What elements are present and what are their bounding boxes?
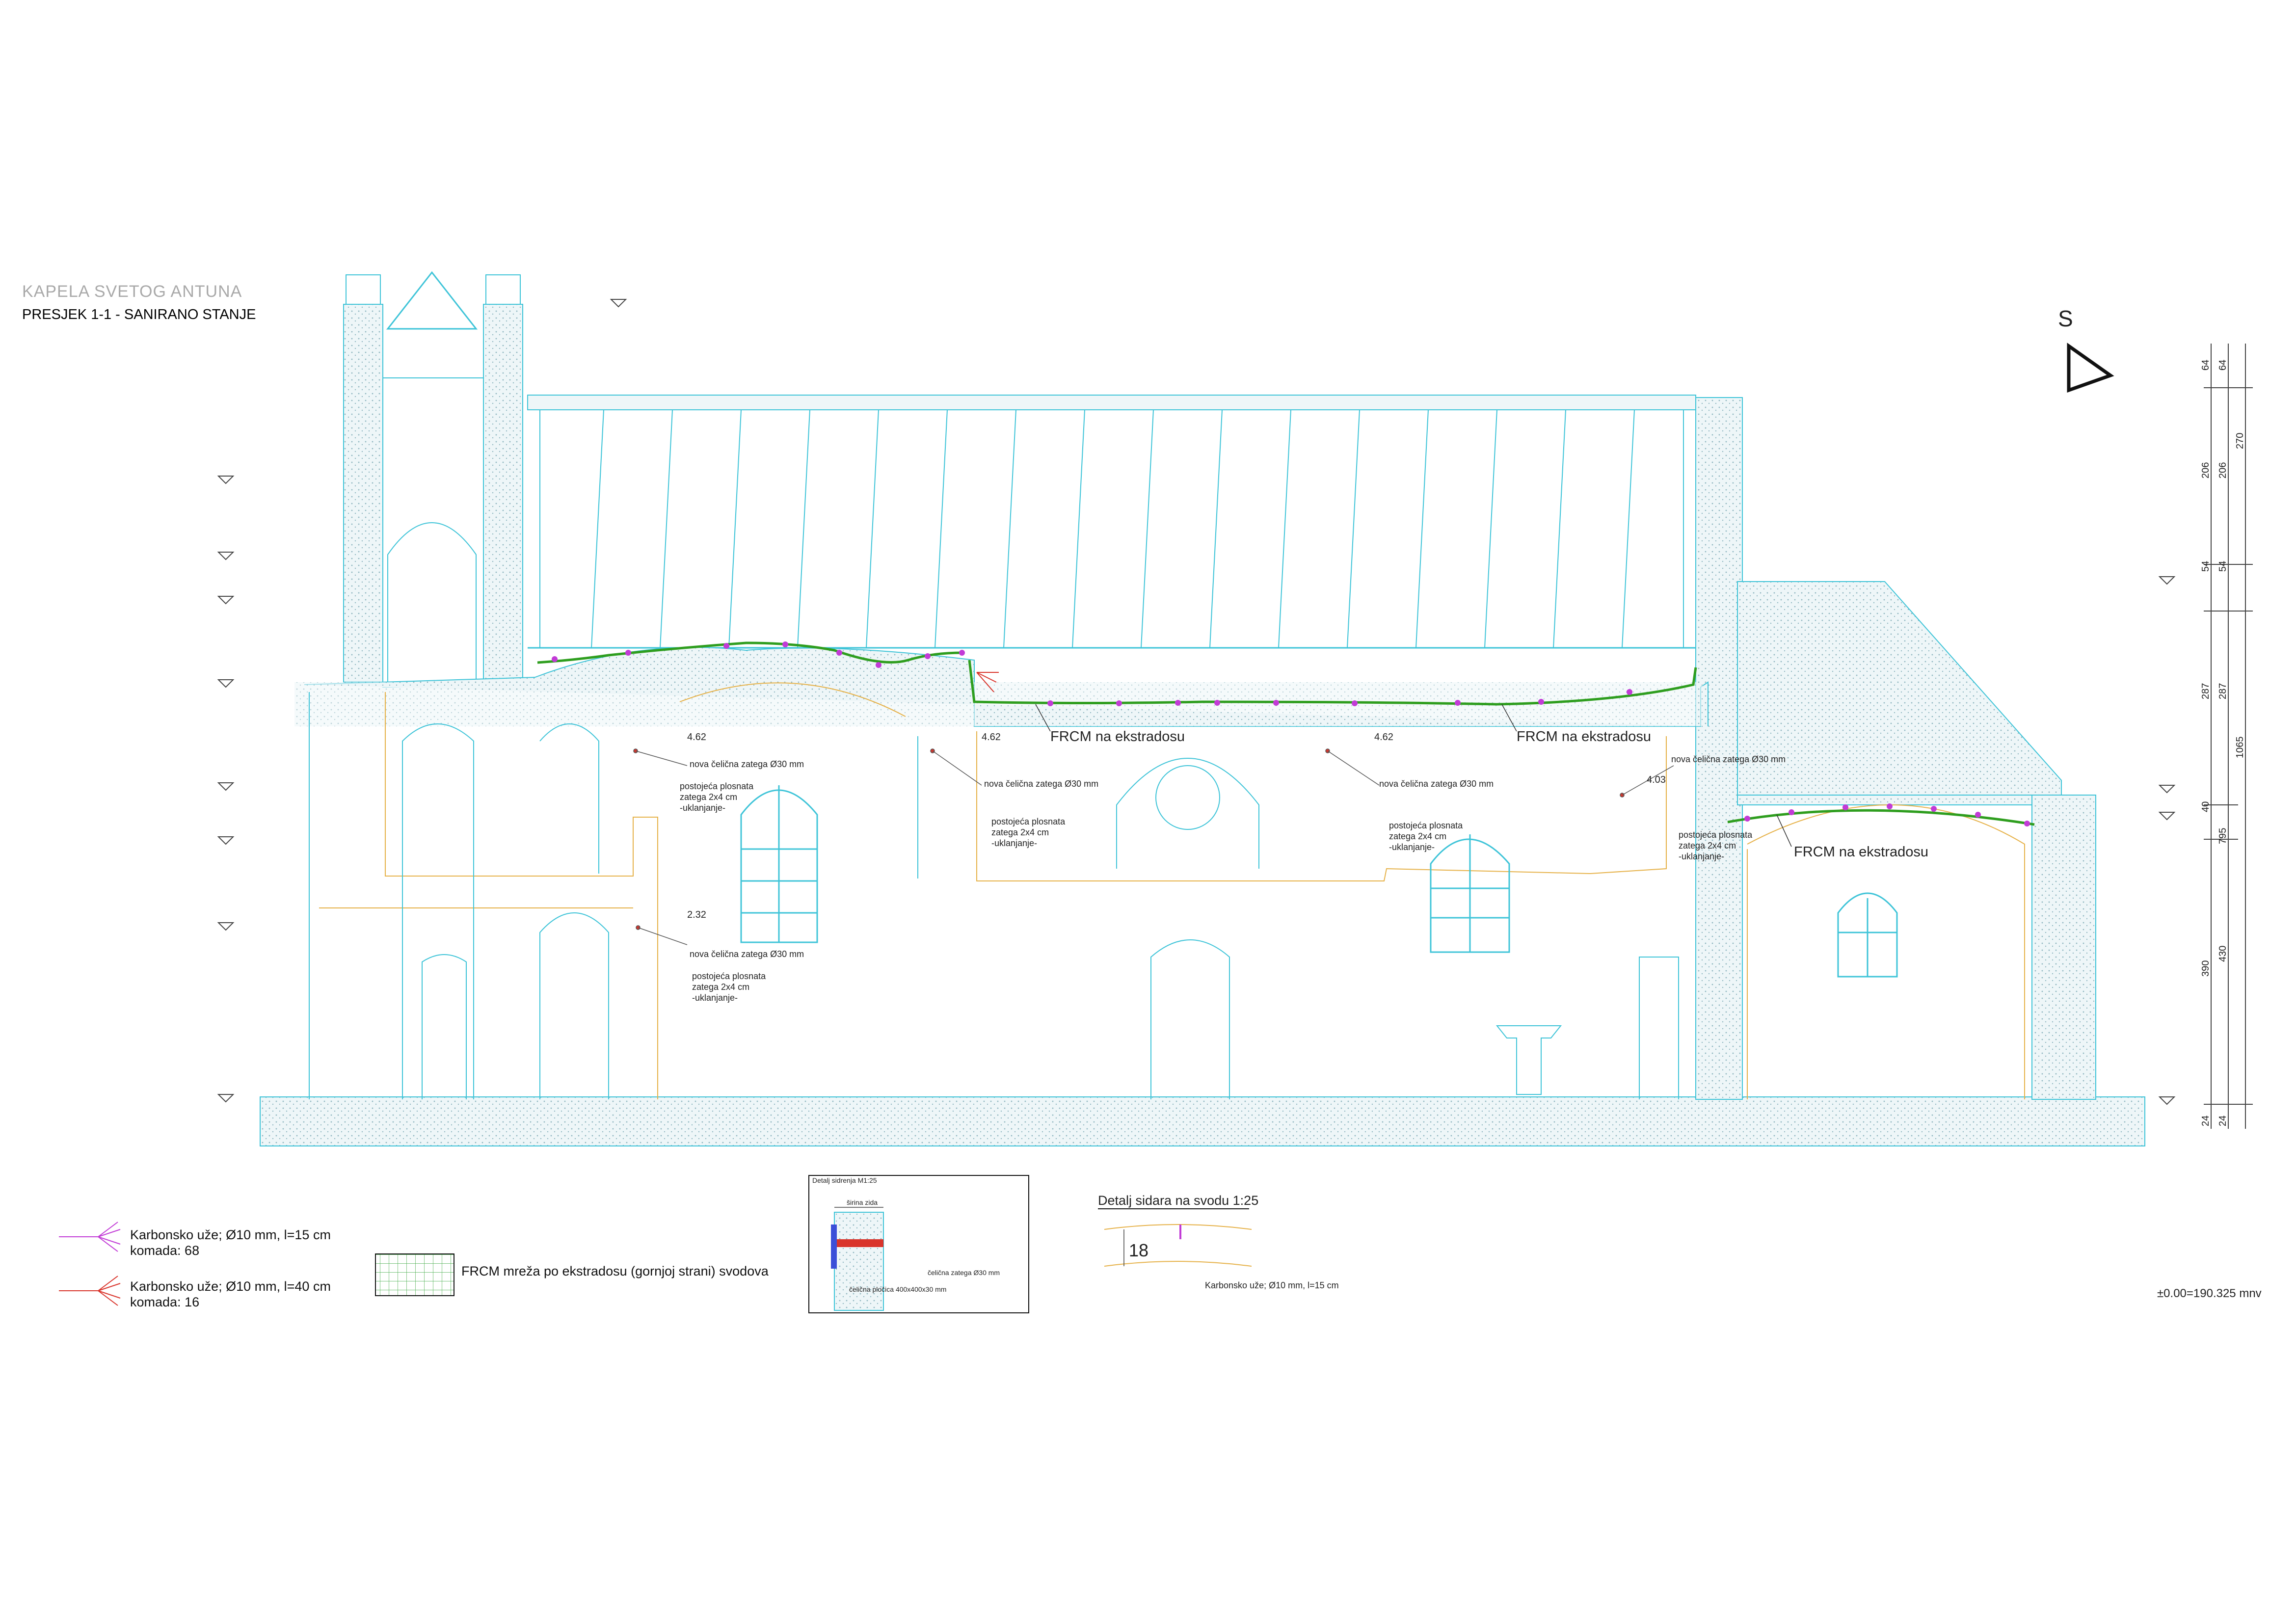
legend-frcm-mesh: FRCM mreža po ekstradosu (gornjoj strani… bbox=[461, 1264, 769, 1278]
tie-annotation-2: nova čelična zatega Ø30 mm postojeća plo… bbox=[984, 779, 1098, 848]
carbon-anchors bbox=[552, 641, 2030, 826]
svg-text:270: 270 bbox=[2235, 433, 2245, 449]
legend-carbon-short: Karbonsko uže; Ø10 mm, l=15 cm komada: 6… bbox=[130, 1227, 331, 1258]
frcm-line-left bbox=[537, 641, 962, 664]
legend-symbols bbox=[59, 1222, 454, 1306]
frcm-label-2: FRCM na ekstradosu bbox=[1517, 729, 1651, 745]
svg-text:206: 206 bbox=[2217, 462, 2228, 479]
svg-text:795: 795 bbox=[2217, 828, 2228, 844]
long-anchor bbox=[976, 672, 999, 692]
legend-carbon-short-desc: Karbonsko uže; Ø10 mm, l=15 cm bbox=[130, 1227, 331, 1242]
sheet-title: KAPELA SVETOG ANTUNA bbox=[22, 282, 242, 301]
svg-text:24: 24 bbox=[2217, 1116, 2228, 1126]
carbon-short-symbol bbox=[59, 1222, 121, 1252]
carbon-long-symbol bbox=[59, 1276, 121, 1306]
svg-text:Detalj sidrenja M1:25: Detalj sidrenja M1:25 bbox=[812, 1176, 877, 1184]
svg-text:čelična zatega Ø30 mm: čelična zatega Ø30 mm bbox=[928, 1269, 1000, 1277]
apse-roof bbox=[1737, 581, 2062, 801]
compass: S bbox=[2058, 306, 2114, 393]
level-label: 2.32 bbox=[687, 909, 706, 920]
frcm-line-apse bbox=[1727, 809, 2035, 826]
legend-carbon-long: Karbonsko uže; Ø10 mm, l=40 cm komada: 1… bbox=[130, 1278, 331, 1310]
openings bbox=[309, 692, 1679, 1099]
svg-text:zatega 2x4 cm: zatega 2x4 cm bbox=[1679, 841, 1736, 851]
window-right bbox=[1837, 892, 1898, 978]
svg-text:postojeća plosnata: postojeća plosnata bbox=[692, 971, 766, 981]
frcm-callouts bbox=[1035, 704, 1792, 847]
tie-markers bbox=[633, 748, 1674, 945]
tie-annotation-5: nova čelična zatega Ø30 mm postojeća plo… bbox=[690, 949, 804, 1003]
dimension-lines bbox=[2204, 344, 2253, 1129]
svg-text:390: 390 bbox=[2200, 960, 2211, 977]
svg-text:287: 287 bbox=[2200, 683, 2211, 699]
svg-text:206: 206 bbox=[2200, 462, 2211, 479]
apse-wall bbox=[2031, 795, 2096, 1100]
interior-outlines bbox=[319, 682, 2025, 1099]
svg-text:Detalj sidara na svodu 1:25: Detalj sidara na svodu 1:25 bbox=[1098, 1193, 1258, 1208]
svg-text:Karbonsko uže; Ø10 mm, l=15 cm: Karbonsko uže; Ø10 mm, l=15 cm bbox=[1205, 1280, 1339, 1290]
svg-text:-uklanjanje-: -uklanjanje- bbox=[991, 838, 1037, 848]
level-label: 4.62 bbox=[687, 732, 706, 743]
datum-label: ±0.00=190.325 mnv bbox=[2157, 1287, 2262, 1300]
svg-text:18: 18 bbox=[1129, 1240, 1148, 1260]
compass-letter: S bbox=[2058, 306, 2073, 331]
svg-text:64: 64 bbox=[2217, 360, 2228, 371]
nave-vault bbox=[304, 647, 1709, 727]
svg-text:postojeća plosnata: postojeća plosnata bbox=[1679, 830, 1753, 840]
svg-text:nova čelična zatega Ø30 mm: nova čelična zatega Ø30 mm bbox=[1379, 779, 1494, 789]
svg-text:nova čelična zatega Ø30 mm: nova čelična zatega Ø30 mm bbox=[1671, 754, 1786, 764]
svg-text:zatega 2x4 cm: zatega 2x4 cm bbox=[991, 827, 1049, 837]
tie-annotation-4: nova čelična zatega Ø30 mm postojeća plo… bbox=[1671, 754, 1786, 861]
level-label: 4.62 bbox=[982, 732, 1001, 743]
legend-carbon-long-desc: Karbonsko uže; Ø10 mm, l=40 cm bbox=[130, 1279, 331, 1294]
detail-tie-box: Detalj sidrenja M1:25 širina zida čeličn… bbox=[808, 1175, 1029, 1313]
svg-text:nova čelična zatega Ø30 mm: nova čelična zatega Ø30 mm bbox=[690, 759, 804, 769]
svg-text:čelična pločica 400x400x30 mm: čelična pločica 400x400x30 mm bbox=[849, 1285, 946, 1293]
frcm-label-1: FRCM na ekstradosu bbox=[1050, 729, 1185, 745]
level-labels: 4.62 4.62 4.62 4.03 2.32 bbox=[687, 732, 1666, 920]
svg-text:-uklanjanje-: -uklanjanje- bbox=[1679, 852, 1724, 861]
tie-annotation-1: nova čelična zatega Ø30 mm postojeća plo… bbox=[680, 759, 804, 813]
frcm-mesh-symbol bbox=[375, 1253, 454, 1296]
legend-carbon-short-count: komada: 68 bbox=[130, 1243, 200, 1258]
detail-anchor: Detalj sidara na svodu 1:25 18 Karbonsko… bbox=[1098, 1193, 1339, 1290]
svg-text:-uklanjanje-: -uklanjanje- bbox=[692, 993, 738, 1003]
svg-text:nova čelična zatega Ø30 mm: nova čelična zatega Ø30 mm bbox=[984, 779, 1098, 789]
legend-carbon-long-count: komada: 16 bbox=[130, 1295, 200, 1309]
frcm-label-3: FRCM na ekstradosu bbox=[1794, 844, 1928, 860]
level-label: 4.62 bbox=[1374, 732, 1393, 743]
ground-slab bbox=[260, 1096, 2145, 1146]
level-label: 4.03 bbox=[1647, 774, 1666, 785]
window-left bbox=[740, 785, 818, 943]
svg-text:64: 64 bbox=[2200, 360, 2211, 371]
level-marks bbox=[217, 299, 2176, 1105]
svg-text:postojeća plosnata: postojeća plosnata bbox=[680, 781, 754, 791]
svg-text:24: 24 bbox=[2200, 1116, 2211, 1126]
tie-annotation-3: nova čelična zatega Ø30 mm postojeća plo… bbox=[1379, 779, 1494, 852]
svg-text:287: 287 bbox=[2217, 683, 2228, 699]
svg-text:-uklanjanje-: -uklanjanje- bbox=[1389, 842, 1435, 852]
svg-text:postojeća plosnata: postojeća plosnata bbox=[991, 817, 1066, 826]
svg-text:postojeća plosnata: postojeća plosnata bbox=[1389, 821, 1463, 830]
svg-text:-uklanjanje-: -uklanjanje- bbox=[680, 803, 725, 813]
svg-text:430: 430 bbox=[2217, 946, 2228, 962]
svg-text:zatega 2x4 cm: zatega 2x4 cm bbox=[1389, 831, 1446, 841]
dimension-values: 64 206 54 287 40 390 24 64 206 54 287 79… bbox=[2200, 360, 2245, 1126]
window-middle bbox=[1430, 834, 1510, 953]
bell-tower bbox=[343, 271, 523, 688]
sheet-subtitle: PRESJEK 1-1 - SANIRANO STANJE bbox=[22, 307, 256, 322]
svg-text:1065: 1065 bbox=[2235, 737, 2245, 759]
nave-roof bbox=[527, 395, 1696, 649]
svg-text:40: 40 bbox=[2200, 801, 2211, 812]
nave-east-wall bbox=[1695, 397, 1743, 1100]
svg-text:nova čelična zatega Ø30 mm: nova čelična zatega Ø30 mm bbox=[690, 949, 804, 959]
svg-text:54: 54 bbox=[2217, 561, 2228, 572]
svg-text:54: 54 bbox=[2200, 561, 2211, 572]
svg-text:zatega 2x4 cm: zatega 2x4 cm bbox=[680, 792, 737, 802]
svg-text:zatega 2x4 cm: zatega 2x4 cm bbox=[692, 982, 749, 992]
svg-text:širina zida: širina zida bbox=[847, 1198, 878, 1206]
